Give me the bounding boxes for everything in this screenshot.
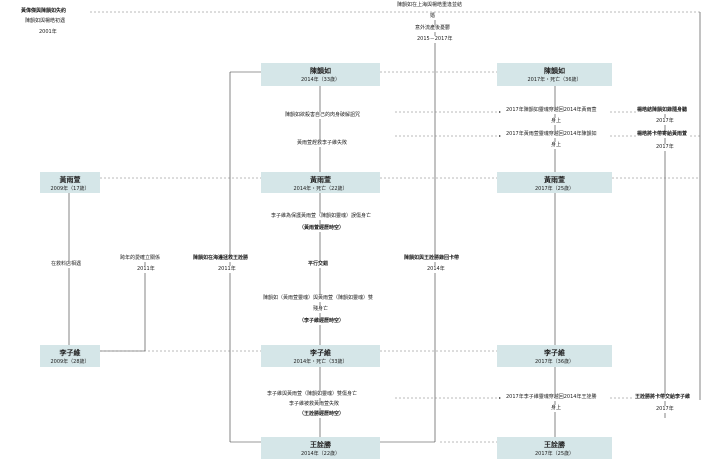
label-mid-chen-2: 黃雨萱趕救李子維失敗 <box>296 140 349 147</box>
label-far-right-1b: 2017年 <box>655 118 675 125</box>
node-date: 2014年（22歲） <box>300 451 341 457</box>
node-li-2017: 李子維 2017年（36歲） <box>497 345 612 367</box>
label-mid-wang-2: 李子維被救黃雨萱失敗 <box>288 401 341 408</box>
label-top-left-1: 黃偉傑與陳韻如失約 <box>20 8 68 15</box>
node-name: 黃雨萱 <box>59 176 81 184</box>
node-name: 李子維 <box>59 349 81 357</box>
label-right-travel-1b: 身上 <box>550 118 563 125</box>
node-name: 陳韻如 <box>544 67 565 75</box>
label-chen-wang-2: 2014年 <box>426 266 446 273</box>
label-mid-li-2: 殘身亡 <box>312 306 330 313</box>
label-chen-sea-2: 2011年 <box>217 266 237 273</box>
node-chen-2014: 陳韻如 2014年（33歲） <box>261 63 380 86</box>
node-huang-2009: 黃雨萱 2009年（17歲） <box>40 172 100 193</box>
node-wang-2017: 王詮勝 2017年（25歲） <box>497 437 612 459</box>
node-date: 2017年・死亡（36歲） <box>527 77 582 83</box>
label-right-travel-2b: 身上 <box>550 142 563 149</box>
label-mid-li-1: 陳韻如（黃雨萱靈魂）與黃雨萱（陳韻如靈魂）雙 <box>262 295 375 302</box>
label-far-right-2: 楊皓將卡帶寄給黃雨萱 <box>636 131 689 138</box>
label-top-left-3: 2001年 <box>38 29 58 36</box>
node-huang-2014: 黃雨萱 2014年・死亡（22歲） <box>261 172 380 193</box>
node-name: 王詮勝 <box>544 441 565 449</box>
label-mid-huang-2: （黃雨萱經歷時空） <box>298 225 346 232</box>
label-top-center-3: 意外流產後憂鬱 <box>414 25 452 32</box>
node-li-2009: 李子維 2009年（28歲） <box>40 345 100 367</box>
node-date: 2014年（33歲） <box>300 77 341 83</box>
label-top-center-4: 2015－2017年 <box>416 36 454 43</box>
label-mid-wang-1: 李子維與黃雨萱（陳韻如靈魂）雙傷身亡 <box>266 391 359 398</box>
label-top-left-2: 陳韻如與楊皓初遇 <box>24 18 67 25</box>
node-name: 黃雨萱 <box>544 176 565 184</box>
node-name: 陳韻如 <box>310 67 331 75</box>
node-name: 李子維 <box>310 349 331 357</box>
label-mid-huang-1: 李子維為保護黃雨萱（陳韻如靈魂）誤傷身亡 <box>270 213 373 220</box>
label-right-travel-3: 2017年李子維靈魂穿越回2014年王詮勝 <box>505 394 598 401</box>
node-li-2014: 李子維 2014年・死亡（33歲） <box>261 345 380 367</box>
label-far-right-3: 王詮勝將卡帶交給李子維 <box>634 394 692 401</box>
node-date: 2017年（25歲） <box>534 451 575 457</box>
label-mid-li-3: （李子維經歷時空） <box>298 318 346 325</box>
node-name: 王詮勝 <box>310 441 331 449</box>
label-chen-wang-1: 陳韻如與王詮勝錄回卡帶 <box>403 255 461 262</box>
label-top-center-2: 婚 <box>429 13 437 20</box>
label-right-travel-3b: 身上 <box>550 405 563 412</box>
node-date: 2017年（36歲） <box>534 359 575 365</box>
node-date: 2009年（28歲） <box>50 359 90 365</box>
label-far-right-3b: 2017年 <box>655 406 675 413</box>
label-parallel: 平行交錯 <box>307 261 330 268</box>
label-mid-chen-1: 陳韻如欲殺害自己的肉身破解詛咒 <box>284 112 362 119</box>
label-far-right-1: 楊皓結陳韻如錄隨身聽 <box>636 107 689 114</box>
label-left-meet: 在救料店相遇 <box>50 261 83 268</box>
label-chen-sea-1: 陳韻如在海邊拯救王詮勝 <box>192 255 250 262</box>
label-cross-year-2: 2011年 <box>136 266 156 273</box>
node-name: 李子維 <box>544 349 565 357</box>
node-name: 黃雨萱 <box>310 176 331 184</box>
node-huang-2017: 黃雨萱 2017年（25歲） <box>497 172 612 193</box>
label-far-right-2b: 2017年 <box>655 144 675 151</box>
label-right-travel-2: 2017年黃雨萱靈魂穿越回2014年陳韻如 <box>505 131 598 138</box>
node-date: 2009年（17歲） <box>50 186 90 192</box>
node-wang-2014: 王詮勝 2014年（22歲） <box>261 437 380 459</box>
node-date: 2014年・死亡（22歲） <box>293 186 348 192</box>
label-cross-year-1: 跨年的愛確立關係 <box>119 255 162 262</box>
label-right-travel-1: 2017年陳韻如靈魂穿越回2014年黃雨萱 <box>505 107 598 114</box>
label-top-center-1: 陳韻如在上海與楊皓重逢並結 <box>396 2 464 9</box>
label-mid-wang-3: （王詮勝經歷時空） <box>298 411 346 418</box>
node-chen-2017: 陳韻如 2017年・死亡（36歲） <box>497 63 612 86</box>
node-date: 2017年（25歲） <box>534 186 575 192</box>
node-date: 2014年・死亡（33歲） <box>293 359 348 365</box>
